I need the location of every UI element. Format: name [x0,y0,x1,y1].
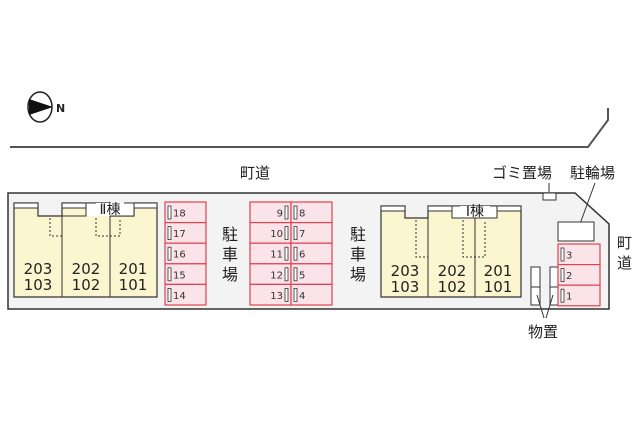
unit-201: 201 [484,262,513,280]
car-stop-icon [167,246,172,261]
parking-space-number: 4 [299,291,305,302]
parking-space-number: 10 [270,229,283,240]
parking-label-1-3: 場 [350,265,366,284]
car-stop-icon [284,246,289,261]
parking-space-number: 2 [566,271,572,282]
parking-space: 3 [557,243,601,266]
bicycle-label: 駐輪場 [570,164,615,182]
road-label-right-2: 道 [617,254,632,272]
car-stop-icon [167,287,172,302]
car-stop-icon [284,226,289,241]
parking-spaces: 18 17 16 15 14 9 10 11 12 13 8 7 6 5 4 3 2 1 [164,201,601,307]
unit-202: 202 [72,260,101,278]
parking-space: 8 [290,201,333,224]
unit-203: 203 [24,260,53,278]
parking-space-number: 12 [270,270,283,281]
unit-103: 103 [24,276,53,294]
parking-space-number: 11 [270,250,283,261]
parking-label-1-2: 車 [350,245,366,264]
parking-label-2-3: 場 [222,265,238,284]
garbage-area [542,192,557,201]
parking-space: 5 [290,263,333,285]
parking-space: 9 [249,201,292,224]
unit-102: 102 [72,276,101,294]
parking-space: 13 [249,283,292,306]
garbage-label: ゴミ置場 [492,164,552,182]
car-stop-icon [167,205,172,220]
parking-space: 6 [290,242,333,265]
car-stop-icon [293,246,298,261]
unit-103: 103 [391,278,420,296]
parking-label-1-1: 駐 [350,225,366,244]
compass-icon: N [27,91,65,123]
parking-space: 2 [557,264,601,286]
parking-space: 1 [557,284,601,307]
road-label-top: 町道 [240,164,270,182]
parking-space-number: 15 [173,270,186,281]
unit-102: 102 [438,278,467,296]
parking-label-2-1: 駐 [222,225,238,244]
car-stop-icon [284,287,289,302]
car-stop-icon [560,247,565,262]
car-stop-icon [284,205,289,220]
building-1: Ⅰ棟 203 103 202 102 201 101 [380,204,522,298]
car-stop-icon [167,226,172,241]
car-stop-icon [167,267,172,282]
car-stop-icon [293,226,298,241]
building-2: Ⅱ棟 203 103 202 102 201 101 [13,202,158,298]
parking-space-number: 7 [299,229,305,240]
parking-space: 10 [249,222,292,244]
parking-space-box [557,284,601,307]
building-2-name: Ⅱ棟 [100,202,121,218]
storage-label: 物置 [528,323,558,341]
parking-space: 18 [164,201,207,224]
parking-space-number: 16 [173,250,186,261]
parking-space-number: 14 [173,291,186,302]
car-stop-icon [284,267,289,282]
unit-201: 201 [119,260,148,278]
parking-space: 7 [290,222,333,244]
parking-space: 16 [164,242,207,265]
parking-space: 12 [249,263,292,285]
parking-space-number: 3 [566,251,572,262]
unit-202: 202 [438,262,467,280]
road-boundary [10,108,609,148]
car-stop-icon [293,267,298,282]
parking-space: 17 [164,222,207,244]
parking-space-number: 6 [299,250,305,261]
parking-space-number: 9 [277,209,283,220]
car-stop-icon [560,268,565,283]
car-stop-icon [293,287,298,302]
parking-space: 14 [164,283,207,306]
parking-space-number: 17 [173,229,186,240]
parking-space-number: 8 [299,209,305,220]
building-1-name: Ⅰ棟 [466,204,484,220]
parking-space-number: 1 [566,292,572,303]
parking-space-number: 18 [173,209,186,220]
car-stop-icon [293,205,298,220]
parking-space-box [164,283,207,306]
parking-space-number: 5 [299,270,305,281]
car-stop-icon [560,288,565,303]
compass-north-label: N [56,102,65,115]
parking-space-box [290,283,333,306]
parking-label-2-2: 車 [222,245,238,264]
unit-101: 101 [119,276,148,294]
unit-203: 203 [391,262,420,280]
parking-space: 4 [290,283,333,306]
bicycle-shed [557,221,595,242]
road-label-right-1: 町 [617,234,632,252]
parking-space: 15 [164,263,207,285]
parking-space: 11 [249,242,292,265]
parking-space-number: 13 [270,291,283,302]
unit-101: 101 [484,278,513,296]
